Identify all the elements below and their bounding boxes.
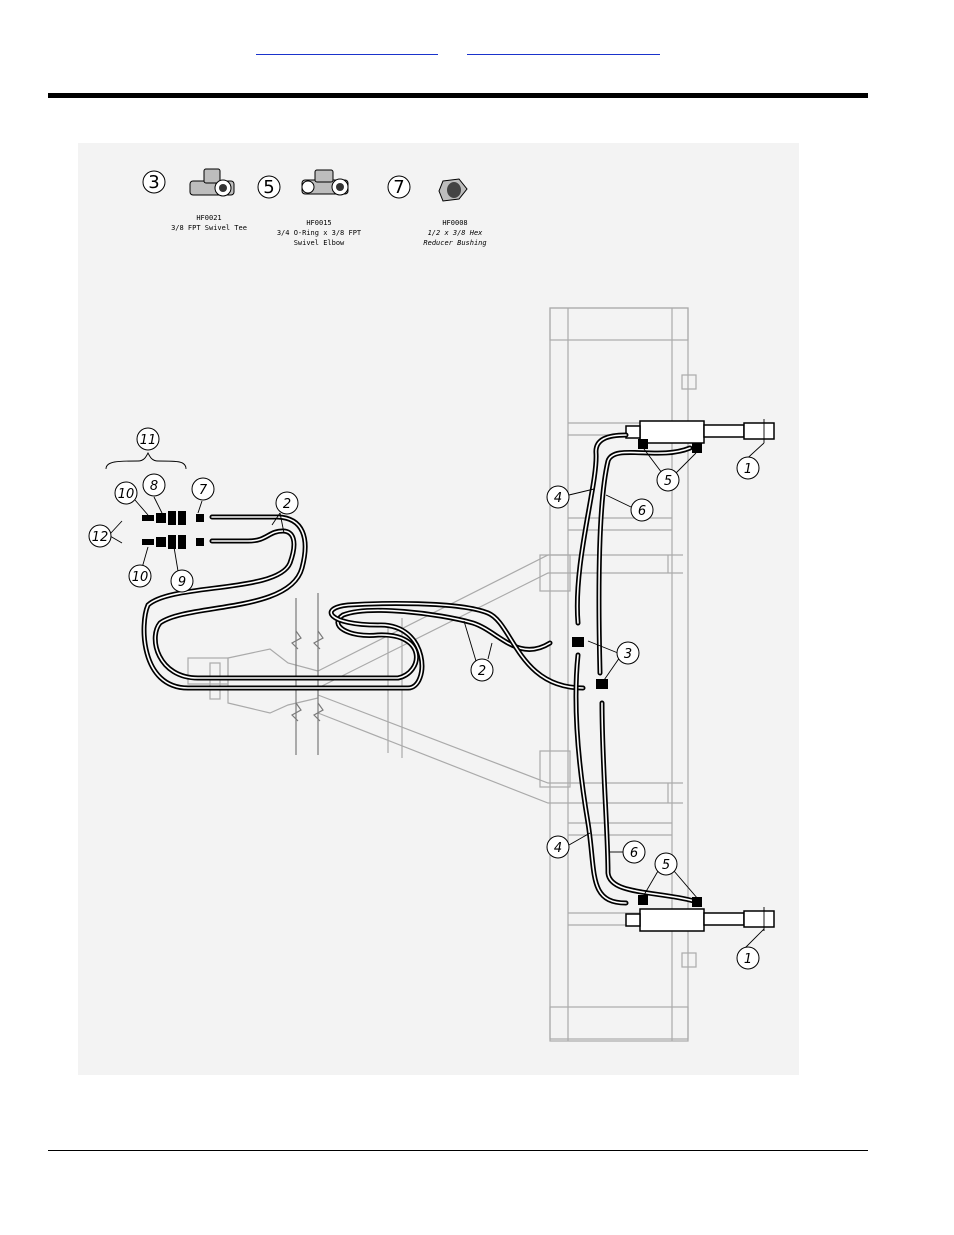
callout-10-upper: 10: [114, 481, 149, 516]
callout-7: 7: [191, 477, 215, 514]
hydraulic-parts-diagram: 3 HF0021 3/8 FPT Swivel Tee 5 HF0015 3/4…: [78, 143, 799, 1075]
diagram-background: [78, 143, 799, 1075]
callout-10-upper-label: 10: [118, 487, 135, 502]
hydraulic-cylinder-top: [625, 419, 775, 444]
header-link-right[interactable]: [467, 38, 660, 55]
legend-callout-circle: [257, 175, 281, 199]
legend-description-line2: Reducer Bushing: [423, 239, 486, 247]
callout-6-lower-label: 6: [630, 846, 638, 861]
legend-callout-label: 7: [393, 177, 404, 198]
hose-6: [596, 445, 697, 904]
callout-5-upper-label: 5: [664, 474, 672, 489]
callout-8-label: 8: [150, 479, 158, 494]
hex-reducer-bushing-icon: [438, 178, 468, 202]
legend-callout-circle: [387, 175, 411, 199]
hose-4: [573, 432, 629, 906]
hose-2-main-run: [141, 514, 586, 691]
callout-2-lower: 2: [463, 620, 494, 682]
swivel-tee-icon: [189, 168, 235, 197]
legend-item-hex-reducer-bushing: 7 HF0008 1/2 x 3/8 Hex Reducer Bushing: [387, 175, 487, 247]
hydraulic-cylinder-bottom: [625, 907, 775, 932]
callout-4-upper: 4: [546, 485, 595, 509]
callout-3-label: 3: [624, 647, 632, 662]
callout-2-lower-label: 2: [478, 664, 486, 679]
callout-11-label: 11: [140, 433, 157, 448]
legend-part-number: HF0015: [306, 219, 331, 227]
callout-5-lower: 5: [643, 852, 699, 900]
legend-description-line1: 3/4 O-Ring x 3/8 FPT: [277, 229, 362, 237]
legend-callout-label: 3: [148, 172, 159, 193]
callout-11: 11: [105, 427, 187, 470]
legend-item-swivel-elbow: 5 HF0015 3/4 O-Ring x 3/8 FPT Swivel Elb…: [257, 169, 362, 247]
coupler-fittings: [142, 511, 204, 549]
tee-fittings: [572, 439, 702, 907]
callout-6-upper: 6: [605, 494, 654, 522]
callout-10-lower-label: 10: [132, 570, 149, 585]
callout-4-upper-label: 4: [554, 491, 562, 506]
legend-part-number: HF0021: [196, 214, 221, 222]
legend-callout-label: 5: [263, 177, 274, 198]
footer-rule: [48, 1150, 868, 1151]
callout-5-upper: 5: [643, 448, 697, 492]
callout-9-label: 9: [178, 575, 186, 590]
callout-10-lower: 10: [128, 546, 152, 588]
callout-5-lower-label: 5: [662, 858, 670, 873]
callout-1-top: 1: [736, 442, 765, 480]
legend-part-number: HF0008: [442, 219, 467, 227]
callout-7-label: 7: [199, 483, 208, 498]
swivel-elbow-icon: [301, 169, 349, 196]
legend-item-swivel-tee: 3 HF0021 3/8 FPT Swivel Tee: [142, 168, 247, 232]
header-rule: [48, 93, 868, 98]
legend-description-line2: Swivel Elbow: [294, 239, 345, 247]
callout-2-upper: 2: [271, 491, 299, 534]
legend-callout-circle: [142, 170, 166, 194]
callout-12-label: 12: [92, 530, 109, 545]
callout-12: 12: [88, 520, 123, 548]
callout-1-bottom: 1: [736, 928, 765, 970]
callout-9: 9: [170, 546, 194, 593]
callout-4-lower: 4: [546, 832, 591, 859]
legend-description-line1: 1/2 x 3/8 Hex: [428, 229, 484, 237]
callout-2-upper-label: 2: [283, 497, 291, 512]
callout-1-top-label: 1: [744, 462, 752, 477]
callout-8: 8: [142, 473, 166, 514]
callout-1-bottom-label: 1: [744, 952, 752, 967]
legend-description: 3/8 FPT Swivel Tee: [171, 224, 247, 232]
callout-3: 3: [587, 640, 640, 684]
callout-6-lower: 6: [610, 840, 646, 864]
callout-4-lower-label: 4: [554, 841, 562, 856]
header-link-left[interactable]: [256, 38, 438, 55]
callout-6-upper-label: 6: [638, 504, 646, 519]
